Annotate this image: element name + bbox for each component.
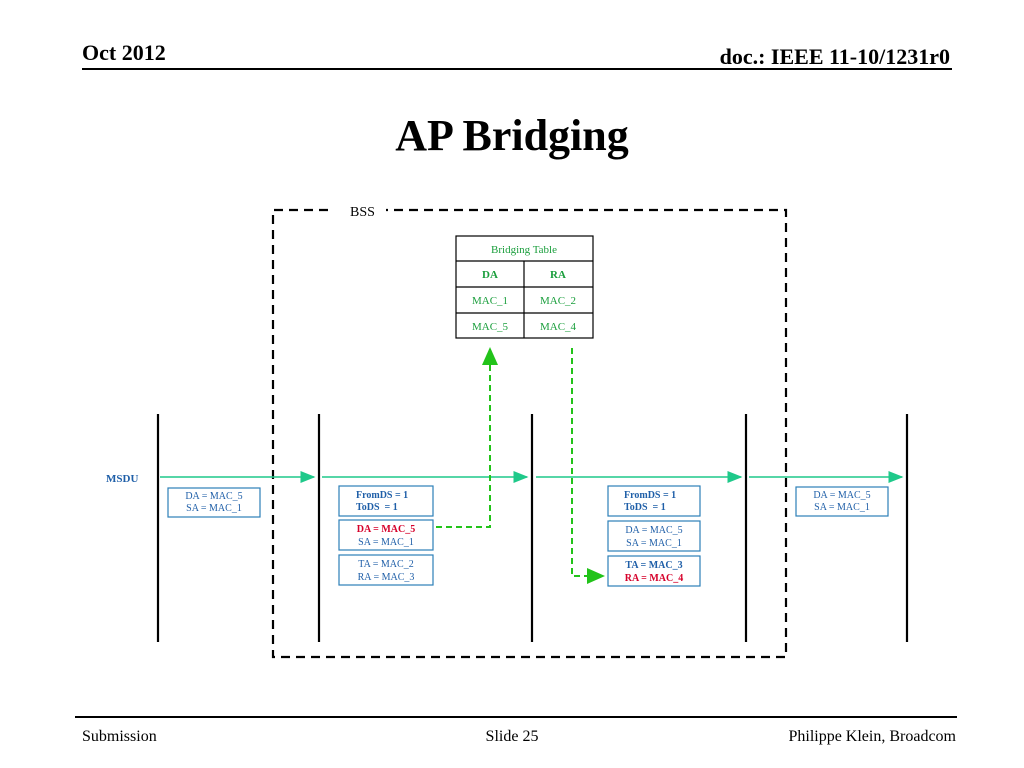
table-header-da: DA xyxy=(482,269,498,281)
ta-field: TA = MAC_2 xyxy=(358,559,413,570)
bss-label: BSS xyxy=(350,205,375,220)
header-date: Oct 2012 xyxy=(82,40,166,65)
frame-ap-out-link: TA = MAC_3 RA = MAC_4 xyxy=(607,555,701,587)
lookup-arrow-da-to-table xyxy=(436,347,498,528)
header-doc-id: doc.: IEEE 11-10/1231r0 xyxy=(719,44,950,69)
da-field: DA = MAC_5 xyxy=(625,525,682,536)
msdu-label: MSDU xyxy=(106,473,138,485)
header-rule xyxy=(82,68,952,70)
slide-title: AP Bridging xyxy=(395,111,629,160)
footer-submission: Submission xyxy=(82,728,157,745)
frame-ap-out-control: FromDS = 1 ToDS = 1 xyxy=(607,485,701,517)
frame-line: DA = MAC_5 xyxy=(185,491,242,502)
frame-line: SA = MAC_1 xyxy=(814,502,870,513)
footer-author: Philippe Klein, Broadcom xyxy=(788,728,956,745)
table-cell: MAC_5 xyxy=(472,321,509,333)
frame-msdu-left: DA = MAC_5 SA = MAC_1 xyxy=(167,487,261,518)
frame-ap-in-address: DA = MAC_5 SA = MAC_1 xyxy=(338,519,434,551)
footer-slide-number: Slide 25 xyxy=(485,728,539,745)
ra-field-highlight: RA = MAC_4 xyxy=(625,573,683,584)
lookup-arrow-table-to-ra xyxy=(571,348,605,584)
bridging-table-title: Bridging Table xyxy=(491,244,557,256)
frame-line: DA = MAC_5 xyxy=(813,490,870,501)
fromds-field: FromDS = 1 xyxy=(624,490,676,501)
sa-field: SA = MAC_1 xyxy=(626,538,682,549)
table-header-ra: RA xyxy=(550,269,566,281)
ta-field: TA = MAC_3 xyxy=(625,560,682,571)
footer-rule xyxy=(75,716,957,718)
frame-ap-in-control: FromDS = 1 ToDS = 1 xyxy=(338,485,434,517)
da-field-highlight: DA = MAC_5 xyxy=(357,524,415,535)
bss-boundary xyxy=(271,208,788,659)
fromds-field: FromDS = 1 xyxy=(356,490,408,501)
tods-field: ToDS = 1 xyxy=(624,502,666,513)
frame-line: SA = MAC_1 xyxy=(186,503,242,514)
table-cell: MAC_4 xyxy=(540,321,577,333)
sa-field: SA = MAC_1 xyxy=(358,537,414,548)
frame-ap-out-address: DA = MAC_5 SA = MAC_1 xyxy=(607,520,701,552)
tods-field: ToDS = 1 xyxy=(356,502,398,513)
table-cell: MAC_2 xyxy=(540,295,576,307)
bridging-table: Bridging Table DA RA MAC_1 MAC_2 MAC_5 M… xyxy=(455,235,594,339)
frame-msdu-right: DA = MAC_5 SA = MAC_1 xyxy=(795,486,889,517)
frame-ap-in-link: TA = MAC_2 RA = MAC_3 xyxy=(338,554,434,586)
table-cell: MAC_1 xyxy=(472,295,508,307)
ra-field: RA = MAC_3 xyxy=(358,572,415,583)
